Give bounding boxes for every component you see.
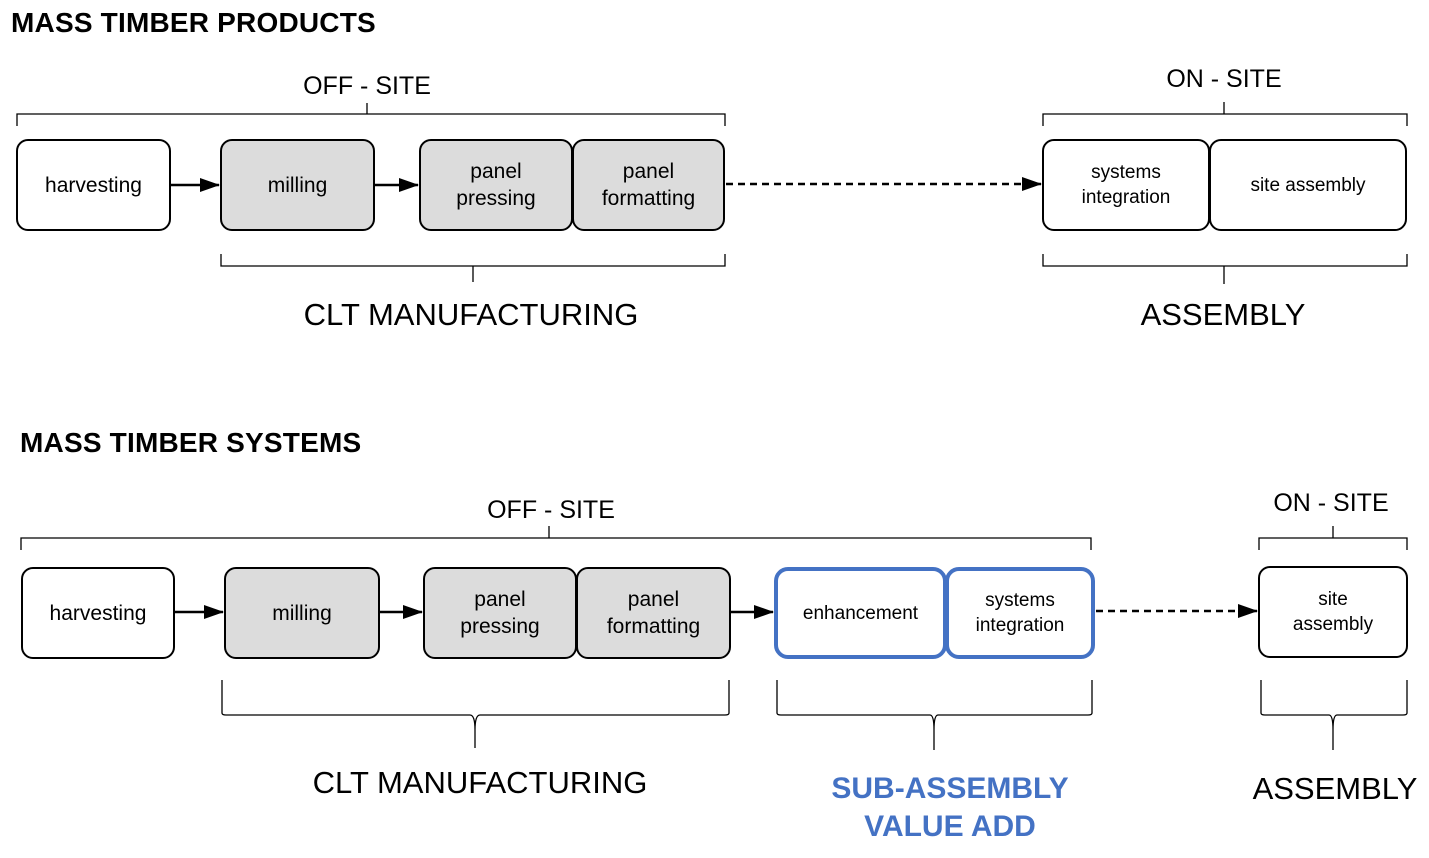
- products-step-milling: milling: [220, 139, 375, 231]
- brace-systems-subassembly: [776, 680, 1093, 750]
- products-step-panel-pressing-label: panel pressing: [456, 160, 536, 210]
- brace-systems-assembly: [1260, 680, 1408, 750]
- products-step-panel-pressing: panel pressing: [419, 139, 573, 231]
- systems-step-harvesting-label: harvesting: [49, 601, 147, 625]
- systems-group-subassembly: SUB-ASSEMBLY VALUE ADD: [800, 770, 1100, 846]
- systems-on-site-label: ON - SITE: [1273, 489, 1389, 517]
- products-step-systems-integration-label: systems integration: [1081, 162, 1171, 208]
- systems-step-enhancement-label: enhancement: [802, 602, 919, 624]
- products-on-site-label: ON - SITE: [1166, 65, 1282, 93]
- systems-step-panel-pressing: panel pressing: [423, 567, 577, 659]
- brace-systems-on-site: [1258, 526, 1408, 550]
- systems-step-panel-pressing-label: panel pressing: [460, 588, 540, 638]
- products-step-systems-integration: systems integration: [1042, 139, 1210, 231]
- products-step-site-assembly: site assembly: [1209, 139, 1407, 231]
- systems-step-systems-integration: systems integration: [945, 567, 1095, 659]
- systems-group-clt-manufacturing: CLT MANUFACTURING: [312, 765, 648, 800]
- brace-products-clt: [220, 254, 726, 282]
- systems-title: MASS TIMBER SYSTEMS: [20, 427, 362, 458]
- products-step-site-assembly-label: site assembly: [1250, 174, 1366, 196]
- products-step-panel-formatting: panel formatting: [572, 139, 725, 231]
- brace-products-assembly: [1042, 254, 1408, 284]
- products-title: MASS TIMBER PRODUCTS: [11, 7, 376, 38]
- systems-step-systems-integration-label: systems integration: [975, 590, 1065, 636]
- products-group-assembly: ASSEMBLY: [1140, 297, 1306, 332]
- systems-step-site-assembly-label: site assembly: [1292, 589, 1374, 635]
- products-step-harvesting: harvesting: [16, 139, 171, 231]
- systems-step-panel-formatting-label: panel formatting: [606, 588, 701, 638]
- products-step-panel-formatting-label: panel formatting: [601, 160, 696, 210]
- systems-step-enhancement: enhancement: [774, 567, 947, 659]
- systems-step-milling-label: milling: [272, 601, 332, 625]
- products-group-clt-manufacturing: CLT MANUFACTURING: [303, 297, 639, 332]
- systems-group-subassembly-line2: VALUE ADD: [864, 810, 1036, 843]
- products-off-site-label: OFF - SITE: [303, 72, 431, 100]
- systems-group-assembly: ASSEMBLY: [1252, 771, 1418, 806]
- brace-products-on-site: [1042, 102, 1408, 126]
- systems-group-subassembly-line1: SUB-ASSEMBLY: [831, 772, 1069, 805]
- systems-step-harvesting: harvesting: [21, 567, 175, 659]
- brace-products-off-site: [16, 103, 726, 126]
- products-step-milling-label: milling: [267, 173, 328, 197]
- brace-systems-clt: [221, 680, 730, 748]
- systems-step-milling: milling: [224, 567, 380, 659]
- systems-step-panel-formatting: panel formatting: [576, 567, 731, 659]
- brace-systems-off-site: [20, 526, 1092, 550]
- systems-off-site-label: OFF - SITE: [487, 496, 615, 524]
- products-step-harvesting-label: harvesting: [45, 173, 142, 197]
- systems-step-site-assembly: site assembly: [1258, 566, 1408, 658]
